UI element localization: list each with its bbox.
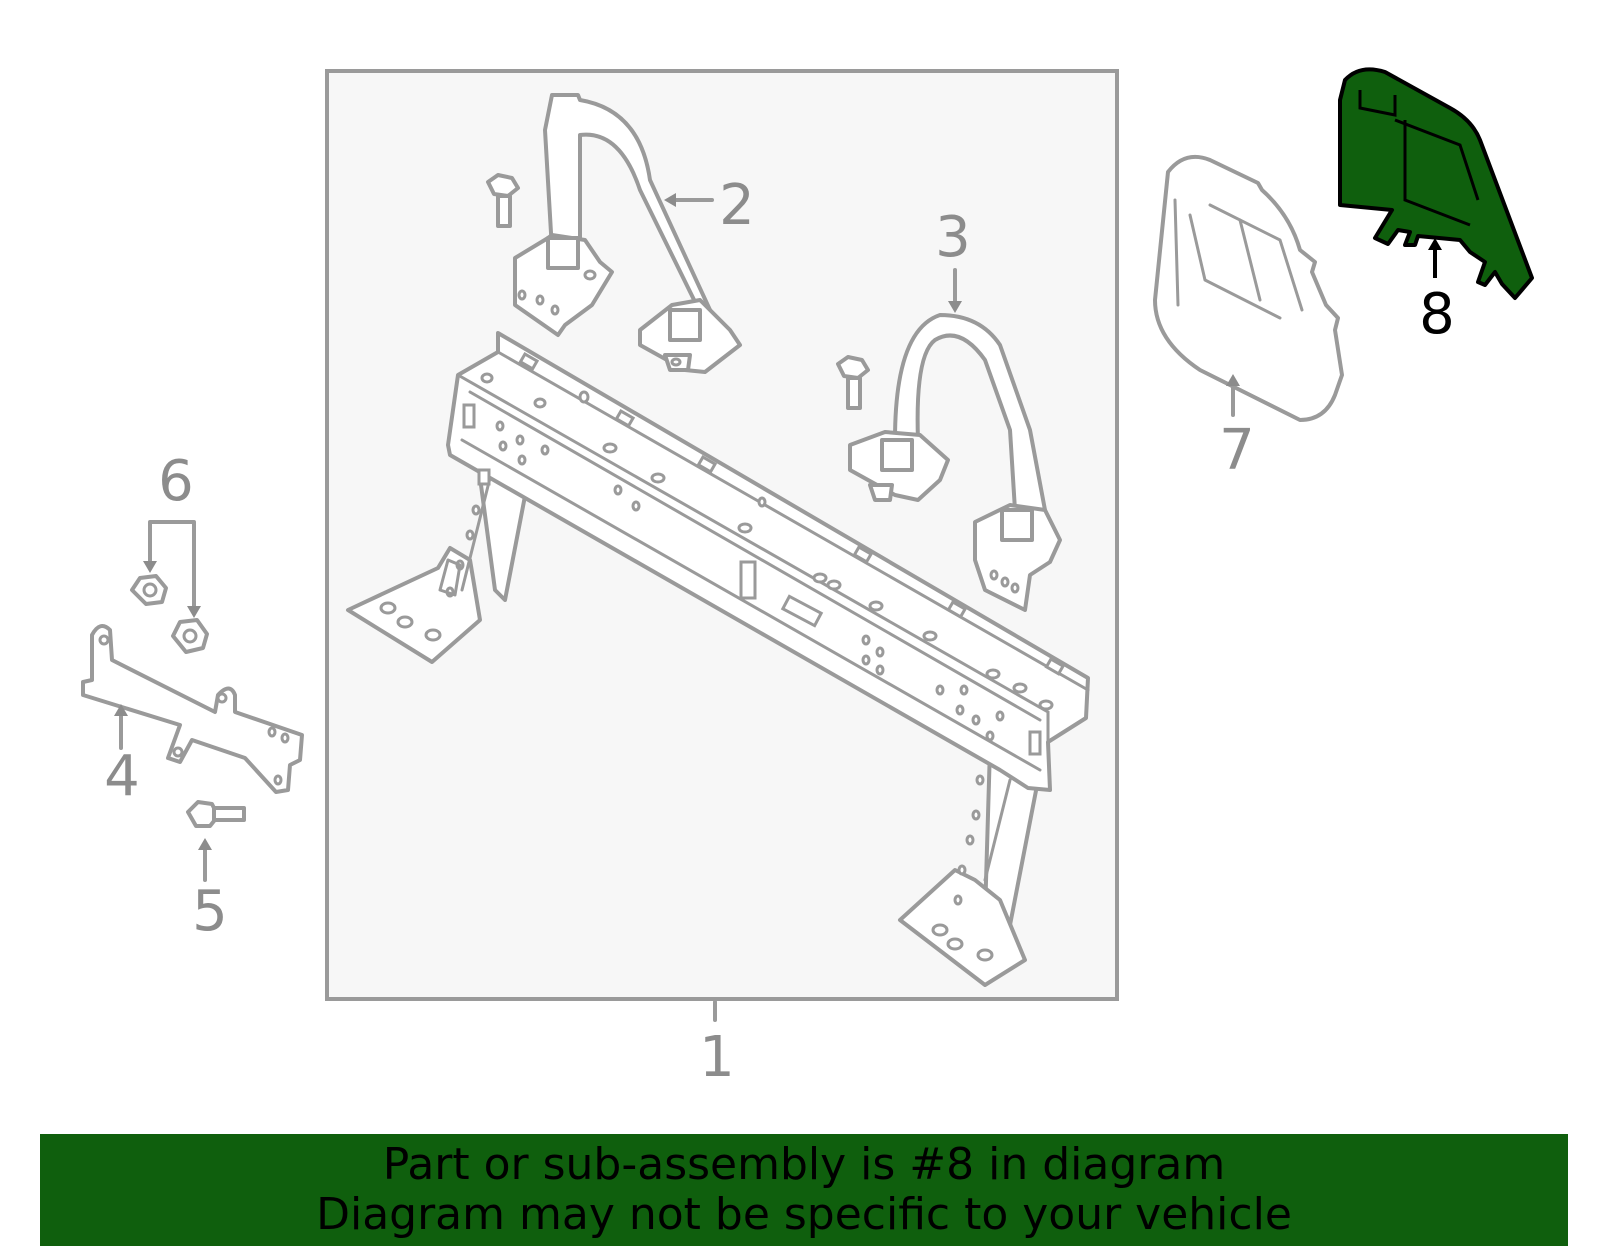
part-4-bracket[interactable]	[81, 624, 304, 794]
callout-4: 4	[104, 744, 140, 809]
part-2-hoop-bracket[interactable]	[486, 93, 742, 374]
callout-6: 6	[158, 449, 194, 514]
part-3-hoop-bracket[interactable]	[836, 313, 1062, 612]
info-banner: Part or sub-assembly is #8 in diagram Di…	[40, 1134, 1568, 1246]
callout-1: 1	[699, 1025, 735, 1090]
part-1-crossmember[interactable]	[346, 331, 1090, 987]
part-5-bolt[interactable]	[186, 800, 246, 828]
callout-3: 3	[935, 205, 971, 270]
part-8-panel[interactable]	[1338, 67, 1534, 300]
part-6-nuts[interactable]	[130, 574, 209, 654]
callout-2: 2	[719, 173, 755, 238]
callout-8: 8	[1419, 282, 1455, 347]
callout-5: 5	[192, 879, 228, 944]
banner-line-1: Part or sub-assembly is #8 in diagram	[382, 1139, 1226, 1190]
callout-7: 7	[1219, 418, 1255, 483]
part-7-trim-panel[interactable]	[1153, 155, 1344, 422]
banner-line-2: Diagram may not be specific to your vehi…	[316, 1189, 1292, 1240]
